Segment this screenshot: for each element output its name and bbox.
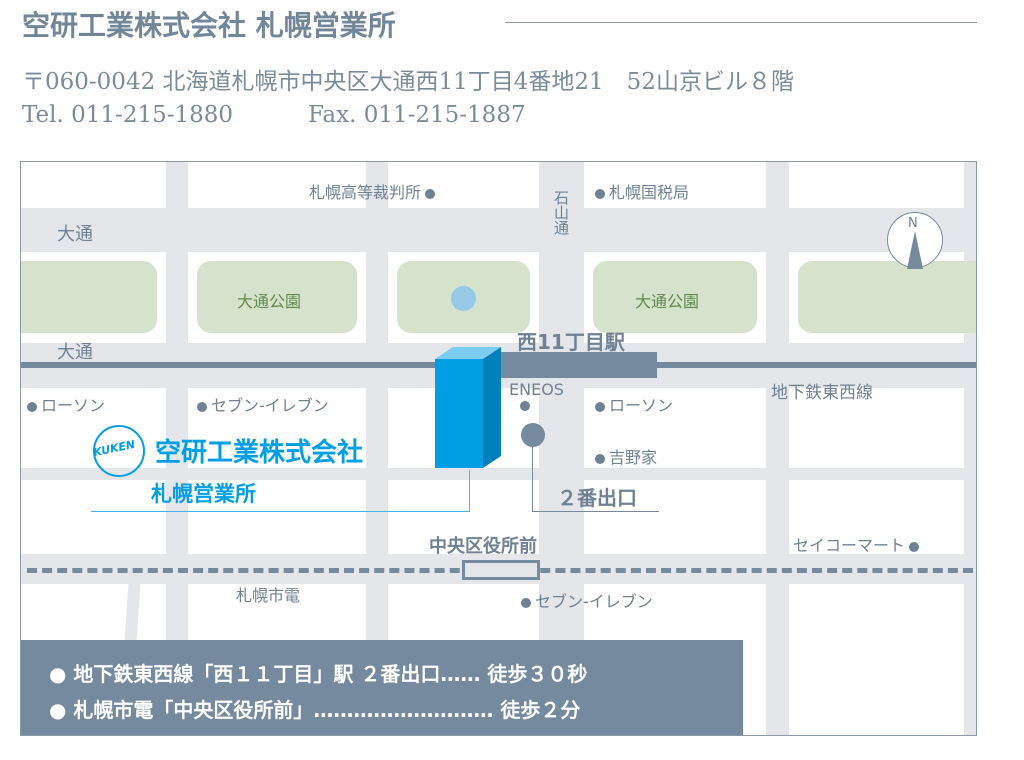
landmark: セイコーマート	[793, 532, 923, 556]
tram-station	[462, 560, 540, 580]
street-label: 大通	[57, 342, 93, 363]
road	[21, 468, 976, 480]
station-label: 西11丁目駅	[517, 330, 625, 354]
office-leader	[91, 470, 470, 512]
exit-label: ２番出口	[557, 486, 637, 510]
tel: Tel. 011-215-1880	[22, 102, 234, 128]
landmark-label: ローソン	[609, 396, 674, 415]
title-divider	[505, 22, 977, 23]
park	[197, 261, 357, 333]
company-name: 空研工業株式会社	[155, 438, 364, 468]
exit-leader	[532, 447, 659, 512]
landmark-label: 吉野家	[609, 448, 658, 467]
subway-line-label: 地下鉄東西線	[771, 383, 873, 403]
fountain-icon	[451, 286, 476, 311]
branch-name: 札幌営業所	[151, 482, 256, 506]
street-label: 石山通	[552, 190, 570, 235]
pin-icon	[595, 188, 605, 199]
park	[798, 261, 976, 333]
landmark-label: セブン-イレブン	[211, 396, 329, 415]
logo-text: KUKEN	[92, 437, 137, 460]
office-building-icon	[435, 347, 501, 468]
pin-icon	[27, 401, 37, 412]
landmark: 吉野家	[591, 444, 657, 468]
access-map: 大通公園 大通公園 西11丁目駅 地下鉄東西線 中央区役所前 札幌市電 大通 大…	[20, 161, 977, 736]
road	[366, 162, 388, 735]
directions-box: ● 地下鉄東西線「西１１丁目」駅 ２番出口…… 徒歩３０秒 ● 札幌市電「中央区…	[21, 640, 743, 735]
compass-label: N	[908, 216, 918, 231]
landmark-eneos: ENEOS	[509, 380, 564, 399]
landmark: セブン-イレブン	[517, 588, 653, 612]
park-label: 大通公園	[237, 292, 302, 311]
road-odori-north	[21, 208, 976, 252]
pin-icon	[520, 401, 530, 411]
page-title: 空研工業株式会社 札幌営業所	[22, 9, 396, 42]
landmark-label: セブン-イレブン	[535, 592, 653, 611]
tram-line-label: 札幌市電	[236, 586, 301, 605]
address: 〒060-0042 北海道札幌市中央区大通西11丁目4番地21 52山京ビル８階	[22, 69, 794, 95]
park	[593, 261, 757, 333]
road-ishiyama	[539, 162, 584, 735]
landmark: 札幌国税局	[591, 179, 689, 203]
direction-item: ● 地下鉄東西線「西１１丁目」駅 ２番出口…… 徒歩３０秒	[49, 662, 588, 686]
pin-icon	[909, 541, 920, 552]
landmark-label: 札幌国税局	[609, 183, 690, 202]
landmark: ローソン	[591, 392, 673, 416]
pin-icon	[595, 453, 605, 464]
kuken-logo: KUKEN	[92, 425, 145, 477]
compass-icon: N	[887, 212, 943, 269]
pin-icon	[197, 401, 207, 412]
tram-station-label: 中央区役所前	[429, 536, 537, 557]
landmark: 札幌高等裁判所	[309, 179, 439, 203]
station-platform	[501, 352, 657, 378]
landmark: セブン-イレブン	[193, 392, 329, 416]
exit-marker	[521, 423, 545, 447]
landmark: ローソン	[23, 392, 105, 416]
landmark-label: 札幌高等裁判所	[309, 183, 422, 202]
pin-icon	[425, 188, 436, 199]
road	[766, 162, 789, 735]
park	[21, 261, 157, 333]
fax: Fax. 011-215-1887	[308, 102, 526, 128]
street-label: 大通	[57, 224, 93, 245]
direction-item: ● 札幌市電「中央区役所前」……………………… 徒歩２分	[49, 698, 581, 722]
park-label: 大通公園	[635, 292, 700, 311]
direction-text: 地下鉄東西線「西１１丁目」駅 ２番出口…… 徒歩３０秒	[73, 662, 588, 686]
direction-text: 札幌市電「中央区役所前」……………………… 徒歩２分	[73, 698, 581, 722]
pin-icon	[595, 401, 605, 412]
landmark-label: ローソン	[41, 396, 106, 415]
pin-icon	[521, 597, 531, 608]
road	[166, 162, 188, 735]
landmark-label: セイコーマート	[793, 536, 906, 555]
